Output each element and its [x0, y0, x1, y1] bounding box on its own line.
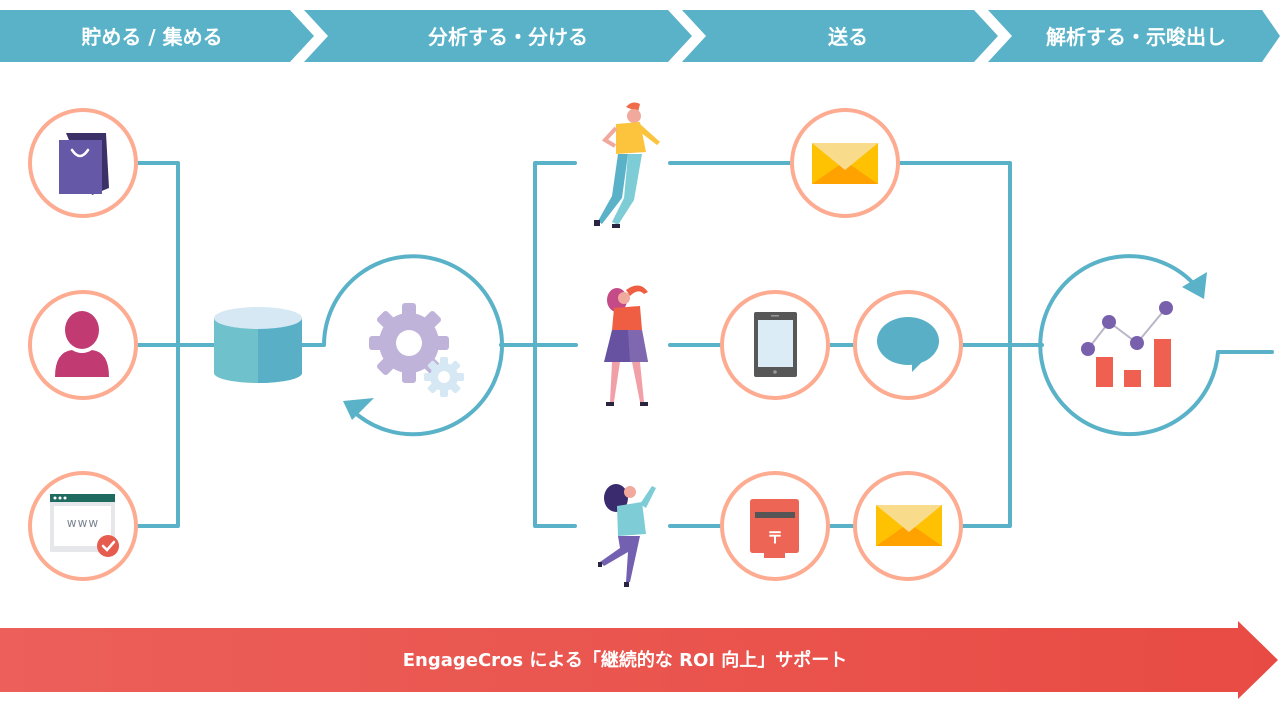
source-shopping [28, 108, 138, 218]
email-icon [876, 505, 942, 546]
postbox-icon: 〒 [750, 499, 799, 558]
user-icon [55, 311, 109, 377]
chart-point [1081, 342, 1095, 356]
step-bar: 貯める / 集める 分析する・分ける 送る 解析する・示唆出し [0, 10, 1280, 62]
chat-bubble-icon [877, 317, 939, 372]
man-figure-icon [594, 102, 660, 228]
process-cycle-arrowhead [343, 398, 374, 420]
connector-segments [533, 161, 577, 528]
database-icon [214, 307, 302, 383]
channel-chat [853, 290, 963, 400]
roi-banner-label: EngageCros による「継続的な ROI 向上」サポート [403, 649, 848, 671]
step-4-label: 解析する・示唆出し [1046, 25, 1226, 49]
source-user [28, 290, 138, 400]
step-1-chevron [0, 10, 314, 62]
process-cycle [322, 254, 504, 437]
chart-bar-2 [1124, 370, 1141, 387]
channel-postbox: 〒 [720, 471, 830, 581]
chart-bar-3 [1154, 339, 1171, 387]
step-1-label: 貯める / 集める [81, 25, 222, 49]
chart-point [1159, 301, 1173, 315]
gears-icon [369, 303, 464, 397]
postal-mark: 〒 [767, 528, 783, 547]
analysis-cycle [1038, 254, 1220, 437]
channel-email-row3 [853, 471, 963, 581]
analytics-chart-icon [1081, 301, 1173, 387]
chart-trend-line [1087, 307, 1167, 350]
source-website: www [28, 471, 138, 581]
analysis-cycle-arc [1038, 254, 1220, 437]
channel-email-row1 [790, 108, 900, 218]
channel-tablet [720, 290, 830, 400]
shopping-bag-icon [59, 133, 109, 195]
analysis-cycle-arrowhead [1182, 272, 1207, 299]
girl-figure-icon [598, 484, 656, 587]
chart-bar-1 [1096, 357, 1113, 387]
step-3-chevron [682, 10, 998, 62]
woman-figure-icon [604, 285, 648, 406]
email-icon [812, 143, 878, 184]
roi-banner-arrow [0, 621, 1278, 699]
step-2-label: 分析する・分ける [428, 25, 588, 49]
website-icon: www [50, 494, 119, 557]
process-cycle-arc [322, 254, 504, 437]
chart-point [1102, 315, 1116, 329]
tablet-icon [754, 312, 797, 377]
step-3-label: 送る [828, 25, 868, 49]
roi-banner: EngageCros による「継続的な ROI 向上」サポート [0, 621, 1278, 699]
step-2-chevron [304, 10, 692, 62]
chart-point [1130, 336, 1144, 350]
step-4-chevron [988, 10, 1280, 62]
website-text: www [67, 516, 99, 530]
check-badge-icon [97, 535, 119, 557]
small-gear-icon [424, 357, 464, 397]
connectors [136, 161, 1274, 528]
large-gear-icon [369, 303, 449, 383]
